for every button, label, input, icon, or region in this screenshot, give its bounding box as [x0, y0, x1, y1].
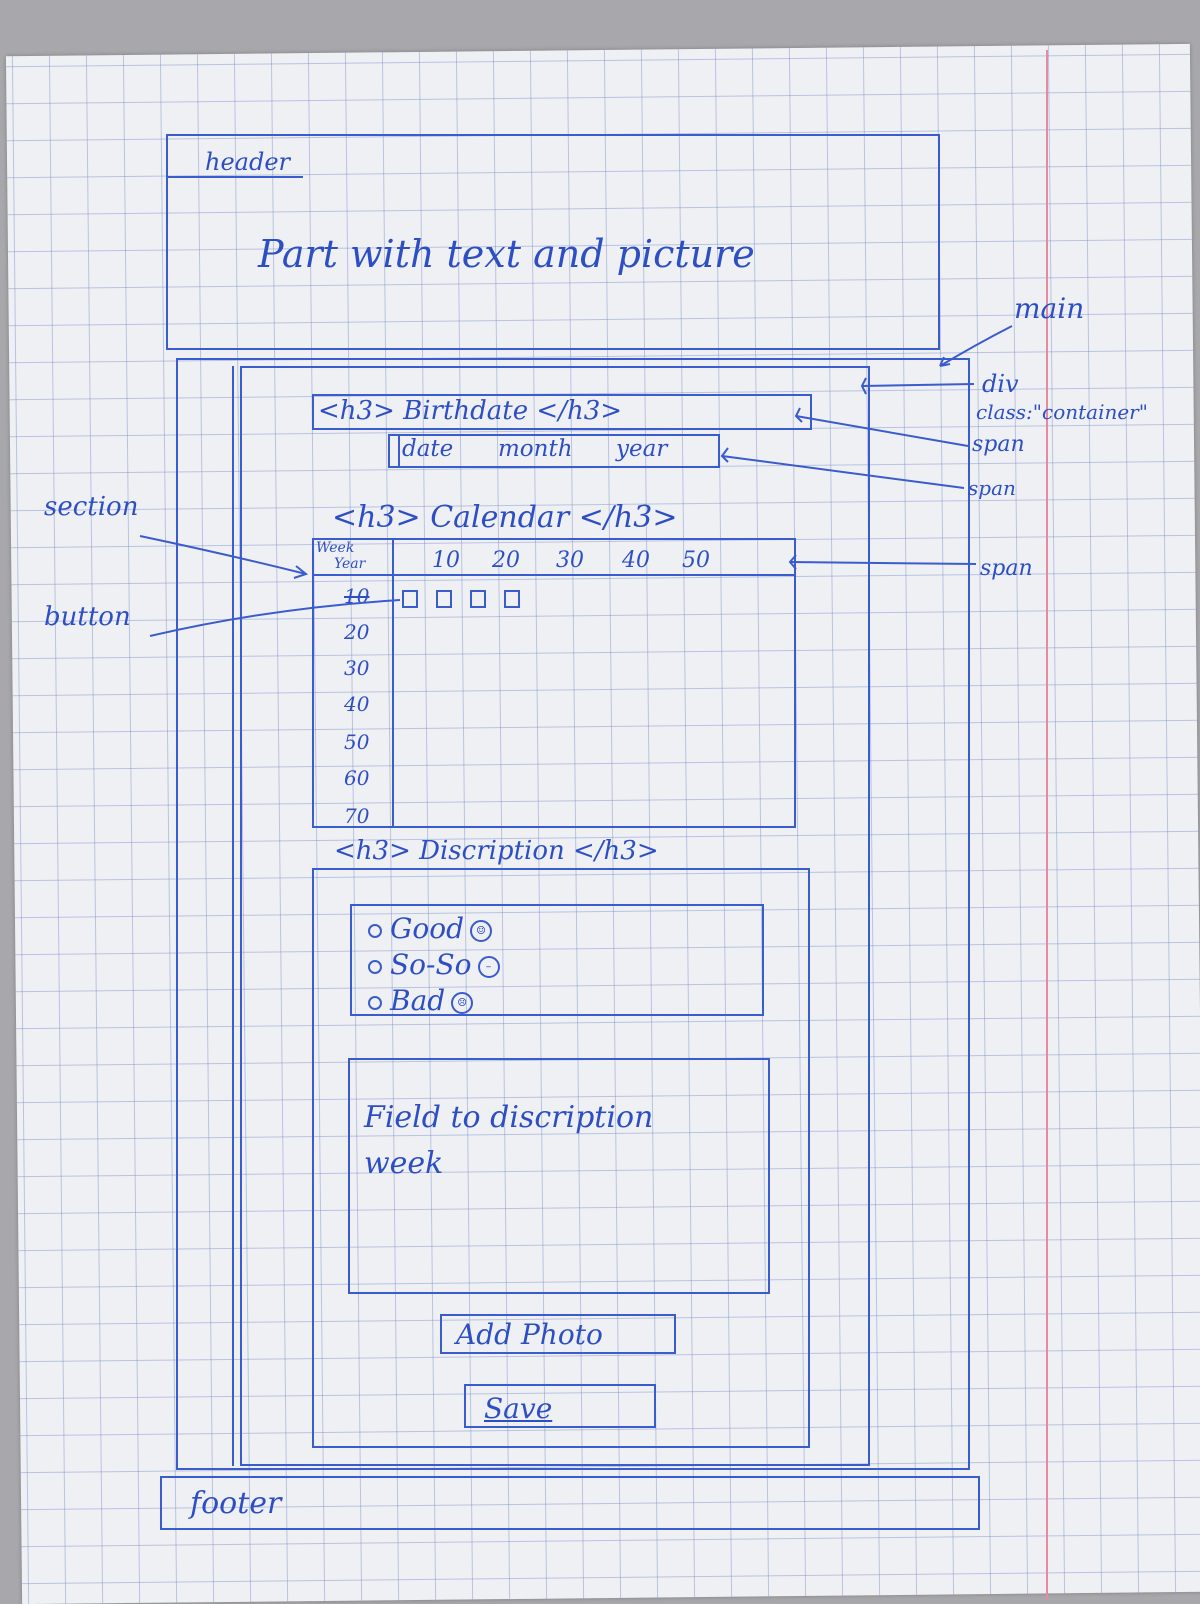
birthdate-heading: <h3> Birthdate </h3>	[318, 396, 623, 426]
arrow-button	[149, 599, 401, 637]
calendar-corner-week: Week	[316, 540, 355, 556]
mood-option-good[interactable]: Good☺	[368, 912, 493, 945]
arrow-span-date-head	[720, 447, 729, 463]
week-tick: 40	[622, 548, 650, 573]
year-tick: 40	[344, 692, 370, 716]
week-button[interactable]	[504, 589, 520, 608]
arrow-span-date	[721, 455, 965, 489]
year-tick: 70	[344, 804, 370, 828]
arrow-span-calendar	[789, 561, 977, 565]
week-tick: 30	[556, 548, 584, 573]
arrow-div-head	[860, 377, 867, 395]
description-heading: <h3> Discription </h3>	[334, 836, 659, 866]
year-tick: 60	[344, 766, 370, 790]
annotation-main: main	[1014, 292, 1085, 325]
paper-margin-line	[1046, 50, 1048, 1600]
birthdate-field-divider	[398, 436, 400, 466]
description-field-line1: Field to discription	[364, 1100, 654, 1135]
radio-icon[interactable]	[368, 959, 382, 974]
birthdate-fields-box[interactable]	[388, 434, 720, 468]
year-tick: 30	[344, 656, 370, 680]
description-textarea[interactable]	[348, 1058, 770, 1294]
birthdate-field-date[interactable]: date	[402, 436, 454, 462]
smile-face-icon: ☺	[470, 919, 493, 942]
week-button[interactable]	[402, 589, 418, 608]
calendar-section-box	[312, 538, 796, 828]
main-box	[176, 358, 970, 1470]
header-content-text: Part with text and picture	[258, 232, 755, 276]
description-field-line2: week	[364, 1146, 444, 1181]
calendar-corner-year: Year	[334, 556, 366, 572]
annotation-span-birthdate: span	[972, 432, 1025, 457]
mood-option-bad[interactable]: Bad☹	[368, 984, 474, 1017]
annotation-span-calendar: span	[980, 556, 1033, 581]
sad-face-icon: ☹	[451, 991, 474, 1014]
save-label: Save	[484, 1392, 553, 1425]
calendar-week-axis-line	[312, 574, 796, 576]
header-label-underline	[168, 176, 303, 178]
mood-options-box	[350, 904, 764, 1016]
header-box	[166, 134, 940, 350]
save-button[interactable]	[464, 1384, 656, 1428]
mood-label: Bad	[390, 984, 446, 1017]
container-div-box	[240, 366, 870, 1466]
arrow-div	[861, 383, 975, 387]
birthdate-heading-box	[312, 394, 812, 430]
add-photo-button[interactable]	[440, 1314, 676, 1354]
arrow-main-head	[939, 356, 951, 367]
week-tick: 20	[492, 548, 520, 573]
year-tick: 20	[344, 620, 370, 644]
birthdate-field-year[interactable]: year	[616, 436, 668, 462]
header-tag-label: header	[205, 148, 291, 176]
year-tick: 50	[344, 730, 370, 754]
radio-icon[interactable]	[368, 995, 382, 1010]
arrow-section-head	[293, 565, 309, 579]
neutral-face-icon: –	[477, 955, 500, 978]
annotation-section: section	[44, 492, 139, 522]
add-photo-label: Add Photo	[456, 1318, 603, 1351]
week-button[interactable]	[436, 589, 452, 608]
radio-icon[interactable]	[368, 923, 382, 938]
mood-option-soso[interactable]: So-So–	[368, 948, 500, 981]
arrow-span-calendar-head	[788, 554, 797, 570]
arrow-section	[139, 535, 307, 575]
footer-tag-label: footer	[190, 1486, 282, 1521]
arrow-main	[939, 325, 1013, 367]
arrow-span-birthdate	[795, 415, 969, 447]
week-button[interactable]	[470, 589, 486, 608]
mood-label: So-So	[390, 948, 472, 981]
birthdate-field-month[interactable]: month	[498, 436, 573, 462]
week-tick: 50	[682, 548, 710, 573]
calendar-heading: <h3> Calendar </h3>	[332, 500, 678, 535]
footer-box	[160, 1476, 980, 1530]
mood-label: Good	[390, 912, 465, 945]
annotation-div-class: class:"container"	[976, 400, 1148, 424]
calendar-year-axis-line	[392, 538, 394, 828]
week-tick: 10	[432, 548, 460, 573]
arrow-span-birthdate-head	[794, 407, 803, 423]
annotation-span-date: span	[968, 476, 1016, 500]
container-inner-line	[232, 366, 234, 1466]
calendar-week-buttons	[402, 588, 538, 608]
annotation-div: div	[982, 370, 1019, 398]
annotation-button: button	[44, 602, 131, 632]
description-section-box	[312, 868, 810, 1448]
